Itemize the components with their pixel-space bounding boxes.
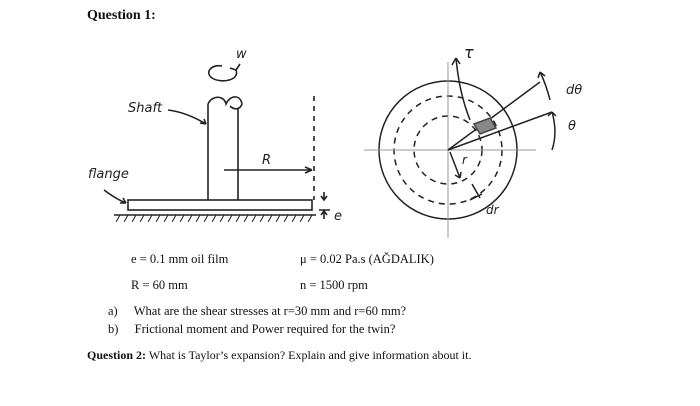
question-2-text: What is Taylor’s expansion? Explain and … [148,348,472,362]
r-label: r [462,153,468,167]
part-a-text: What are the shear stresses at r=30 mm a… [133,304,407,318]
shaft [207,96,243,200]
ray-lower [447,111,553,151]
part-a: a) What are the shear stresses at r=30 m… [108,304,406,319]
shaft-flange-sketch [103,63,330,223]
dr-label: dr [486,203,500,217]
flange-plate [127,199,313,211]
question-2: Question 2: What is Taylor’s expansion? … [87,348,471,363]
question-1-title: Question 1: [87,8,156,23]
gap-arrows [319,192,330,219]
theta-label: θ [568,119,576,134]
question-2-label: Question 2: [87,348,147,362]
given-viscosity: μ = 0.02 Pa.s (AĞDALIK) [300,252,434,266]
shaft-label: Shaft [128,101,163,116]
gap-label: e [334,209,342,224]
part-b-marker: b) [108,322,119,336]
shaft-pointer [167,109,207,125]
theta-arc [547,111,557,151]
given-radius: R = 60 mm [131,278,188,292]
given-film-thickness: e = 0.1 mm oil film [131,252,229,266]
disk-top-view [364,57,557,238]
shear-arrow [451,57,471,121]
radius-label: R [262,153,271,168]
flange-pointer [103,189,127,204]
flange-label: flange [88,167,129,182]
dtheta-arrow [537,71,551,101]
dtheta-label: dθ [566,83,582,98]
omega-label: w [236,47,247,62]
part-a-marker: a) [108,304,118,318]
given-speed: n = 1500 rpm [300,278,368,292]
part-b: b) Frictional moment and Power required … [108,322,395,337]
part-b-text: Frictional moment and Power required for… [134,322,396,336]
rotation-arrow-icon [207,64,238,82]
base-hatching [115,214,313,223]
tau-label: τ [464,43,474,62]
r-arrow [449,151,462,179]
ray-upper [447,81,541,151]
area-element [472,117,498,135]
dr-marks [469,183,483,201]
